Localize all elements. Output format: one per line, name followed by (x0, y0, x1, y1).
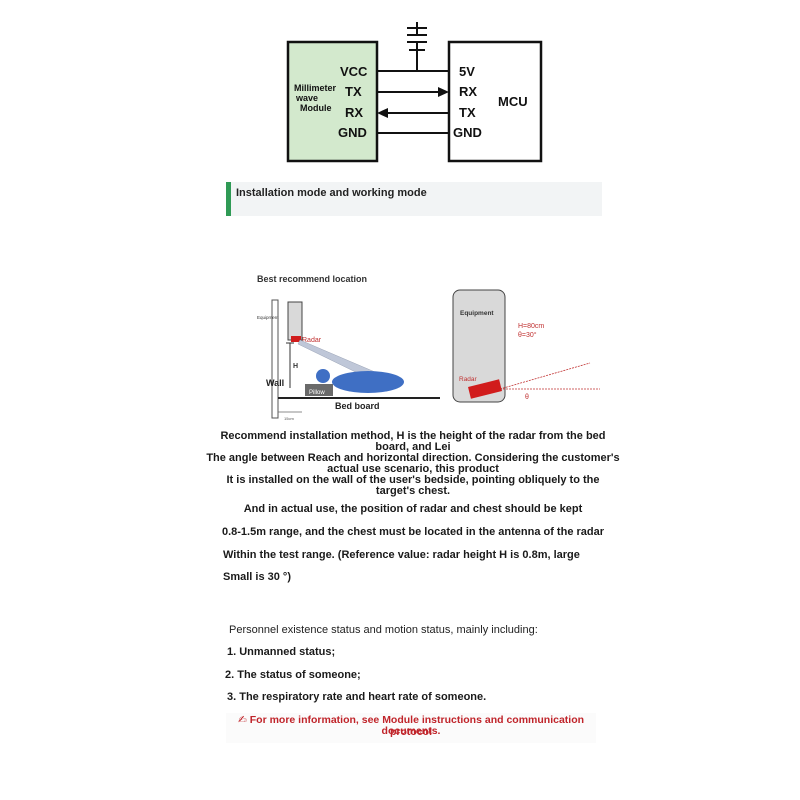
pillow (305, 384, 333, 396)
paragraph-line-1: Recommend installation method, H is the … (220, 430, 606, 442)
mcu-pin-5v: 5V (459, 64, 475, 79)
height-label: H (293, 363, 298, 370)
module-pin-vcc: VCC (340, 64, 368, 79)
arrow-right-icon (438, 87, 449, 97)
spec-h-label: H=80cm (518, 323, 544, 330)
paragraph-line-2: board, and Lei (375, 441, 451, 453)
installation-diagram-right: Equipment H=80cm θ=30° Radar θ (452, 289, 600, 403)
radar-block (468, 379, 502, 399)
radar-block (291, 336, 301, 342)
paragraph-line-6: target's chest. (375, 485, 451, 497)
wall (271, 299, 279, 419)
note (226, 713, 596, 743)
note-line-1-text: For more information, see Module instruc… (249, 714, 585, 738)
status-item-1: 1. Unmanned status; (227, 646, 336, 658)
paragraph-line-3: The angle between Reach and horizontal d… (206, 452, 620, 464)
person-head (316, 369, 330, 383)
section-title: Installation mode and working mode (236, 187, 427, 199)
section-accent-bar (226, 182, 231, 216)
radar-label: Radar (459, 376, 478, 383)
capacitor-icon (407, 22, 427, 71)
mcu-pin-tx: TX (459, 105, 476, 120)
module-pin-rx: RX (345, 105, 363, 120)
paragraph-line-9: Within the test range. (Reference value:… (223, 549, 580, 561)
note-line-1: ✍For more information, see Module instru… (226, 714, 596, 738)
equipment-label: Equipment (257, 315, 279, 320)
wiring-diagram: Millimeter wave Module VCC TX RX GND 5V … (286, 22, 543, 163)
paragraph-line-4: actual use scenario, this product (327, 463, 499, 475)
person-body (332, 371, 404, 393)
arrow-left-icon (377, 108, 388, 118)
module-pin-gnd: GND (338, 125, 367, 140)
module-name-line3: Module (300, 103, 332, 113)
status-intro: Personnel existence status and motion st… (229, 624, 538, 636)
status-item-2: 2. The status of someone; (225, 669, 361, 681)
paragraph-line-10: Small is 30 °) (223, 571, 291, 583)
module-box (286, 40, 379, 163)
module-pin-tx: TX (345, 84, 362, 99)
installation-diagram-left: Best recommend location Equipment Radar … (257, 274, 440, 421)
pillow-label: Pillow (309, 390, 325, 396)
paragraph-line-7: And in actual use, the position of radar… (243, 503, 583, 515)
best-location-caption-1: Best recommend location (257, 274, 367, 284)
spec-theta-label: θ=30° (518, 331, 537, 339)
mcu-pin-gnd: GND (453, 125, 482, 140)
equipment-box (452, 289, 506, 403)
note-pen-icon: ✍ (237, 714, 247, 726)
wall-label: Wall (266, 378, 284, 388)
equipment-label: Equipment (460, 310, 494, 317)
mcu-pin-rx: RX (459, 84, 477, 99)
mcu-label: MCU (498, 94, 528, 109)
dimension-label: 15cm (284, 416, 294, 421)
module-name-line2: wave (295, 93, 318, 103)
mcu-box (447, 40, 543, 163)
angle-label: θ (525, 394, 529, 401)
radar-label: Radar (302, 337, 322, 344)
paragraph-line-8: 0.8-1.5m range, and the chest must be lo… (221, 526, 605, 538)
paragraph-line-5: It is installed on the wall of the user'… (226, 474, 600, 486)
status-item-3: 3. The respiratory rate and heart rate o… (227, 691, 487, 703)
bed-label: Bed board (335, 401, 380, 411)
equipment-box (287, 301, 303, 341)
section-header (226, 182, 602, 216)
beam-line (499, 362, 591, 390)
module-name-line1: Millimeter (294, 83, 337, 93)
note-line-2: documents. (381, 725, 441, 737)
